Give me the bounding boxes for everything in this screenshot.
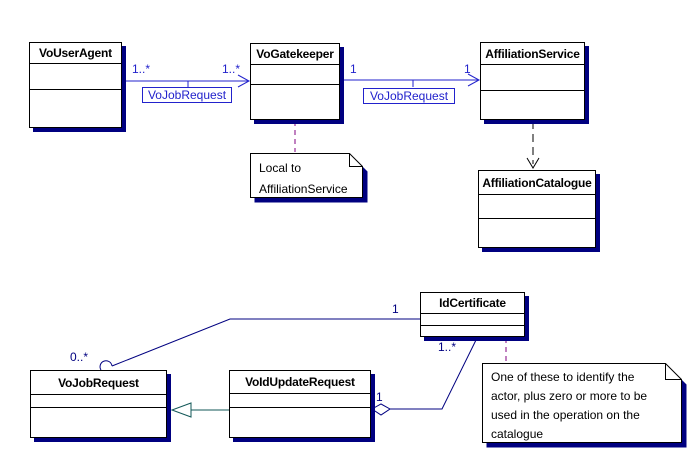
- class-affiliationservice[interactable]: AffiliationService: [480, 42, 585, 120]
- class-voidupdaterequest[interactable]: VoIdUpdateRequest: [229, 370, 371, 438]
- generalization-updaterequest-jobrequest: [170, 402, 229, 418]
- operations-compartment: [30, 89, 121, 127]
- open-arrowhead-icon: [526, 157, 540, 169]
- note-outline: [250, 153, 368, 203]
- multiplicity-label: 1..*: [438, 340, 457, 354]
- dependency-service-catalogue: [526, 121, 540, 169]
- attributes-compartment: [481, 64, 584, 90]
- open-arrowhead-icon: [237, 74, 251, 88]
- class-vojobrequest[interactable]: VoJobRequest: [30, 370, 167, 438]
- note-line: actor, plus zero or more to be: [491, 389, 648, 403]
- operations-compartment: [479, 218, 595, 247]
- note-text: One of these to identify the actor, plus…: [482, 363, 682, 449]
- note-text: Local to AffiliationService: [250, 153, 363, 205]
- note-local-to-affiliationservice[interactable]: Local to AffiliationService: [250, 153, 368, 203]
- attributes-compartment: [421, 313, 524, 325]
- association-gatekeeper-service: [340, 73, 481, 87]
- note-outline: [482, 363, 687, 448]
- class-title: AffiliationService: [485, 46, 580, 61]
- operations-compartment: [251, 84, 339, 119]
- class-title: VoIdUpdateRequest: [245, 375, 355, 389]
- operations-compartment: [481, 90, 584, 119]
- note-line: catalogue: [491, 427, 544, 441]
- association-label-vojobrequest-2[interactable]: VoJobRequest: [363, 88, 455, 104]
- class-title: VoGatekeeper: [256, 47, 334, 61]
- attributes-compartment: [479, 194, 595, 218]
- note-identify-actor[interactable]: One of these to identify the actor, plus…: [482, 363, 687, 448]
- class-vouseragent[interactable]: VoUserAgent: [29, 42, 122, 128]
- multiplicity-label: 1..*: [222, 62, 241, 76]
- multiplicity-label: 0..*: [70, 350, 89, 364]
- aggregation-certificate-updaterequest: [371, 337, 478, 416]
- end-curl-icon: [99, 360, 113, 371]
- attributes-compartment: [251, 64, 339, 84]
- class-title: VoUserAgent: [39, 46, 112, 60]
- association-certificate-jobrequest: [99, 318, 420, 371]
- association-useragent-gatekeeper: [122, 74, 251, 88]
- operations-compartment: [421, 325, 524, 336]
- class-vogatekeeper[interactable]: VoGatekeeper: [250, 43, 340, 120]
- class-title: VoJobRequest: [58, 375, 139, 390]
- class-affiliationcatalogue[interactable]: AffiliationCatalogue: [478, 170, 596, 248]
- multiplicity-label: 1: [350, 62, 357, 76]
- class-title: AffiliationCatalogue: [482, 175, 592, 190]
- operations-compartment: [230, 407, 370, 437]
- association-label-vojobrequest-1[interactable]: VoJobRequest: [142, 87, 232, 103]
- operations-compartment: [31, 407, 166, 437]
- note-line: One of these to identify the: [491, 370, 635, 384]
- multiplicity-label: 1..*: [132, 62, 151, 76]
- aggregation-diamond-icon: [371, 403, 391, 416]
- note-fold-icon: [349, 153, 363, 167]
- open-arrowhead-icon: [467, 73, 481, 87]
- attributes-compartment: [230, 393, 370, 407]
- multiplicity-label: 1: [376, 390, 383, 404]
- class-title: IdCertificate: [439, 296, 506, 310]
- attributes-compartment: [31, 394, 166, 407]
- multiplicity-label: 1: [464, 62, 471, 76]
- note-line: used in the operation on the: [491, 408, 640, 422]
- note-line: Local to: [259, 161, 302, 175]
- multiplicity-label: 1: [392, 302, 399, 316]
- generalization-triangle-icon: [170, 402, 192, 418]
- attributes-compartment: [30, 63, 121, 89]
- note-line: AffiliationService: [259, 182, 348, 196]
- note-fold-icon: [665, 363, 682, 380]
- class-idcertificate[interactable]: IdCertificate: [420, 292, 525, 337]
